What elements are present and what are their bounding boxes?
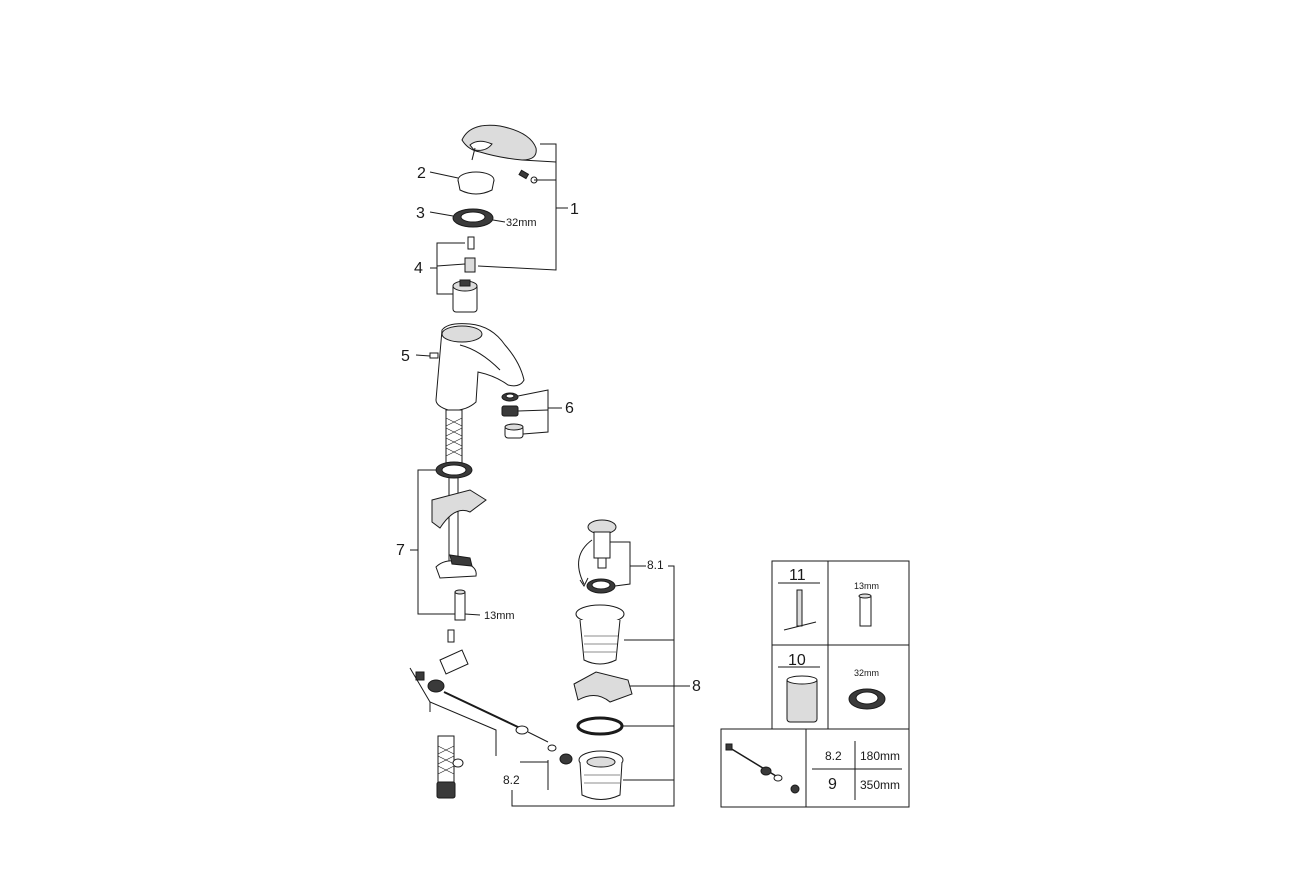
- callout-3: 3: [416, 205, 425, 222]
- popup-linkage: [415, 629, 573, 765]
- callout-4: 4: [414, 260, 423, 277]
- callout-2: 2: [417, 165, 426, 182]
- row-9-label: 9: [828, 776, 837, 793]
- cartridge-stem: [464, 236, 476, 273]
- tool-11-size: 13mm: [854, 581, 879, 591]
- callout-1: 1: [570, 201, 579, 218]
- callout-5: 5: [401, 348, 410, 365]
- drain-gasket: [573, 671, 633, 703]
- drain-o-ring: [576, 716, 624, 736]
- callout-8-1: 8.1: [647, 558, 664, 572]
- grub-screw: [518, 169, 538, 184]
- callout-8: 8: [692, 678, 701, 695]
- row-8-2-length: 180mm: [860, 749, 900, 763]
- rod-length-table: [720, 728, 910, 808]
- callout-7: 7: [396, 542, 405, 559]
- dim-13mm-rod: 13mm: [484, 610, 515, 622]
- locking-ring: [452, 208, 494, 228]
- tool-11-label: 11: [789, 567, 806, 584]
- cartridge: [452, 279, 478, 313]
- dim-32mm-ring: 32mm: [506, 217, 537, 229]
- flex-hose-connectors: [436, 735, 464, 799]
- row-8-2-label: 8.2: [825, 749, 842, 763]
- drain-plug: [578, 519, 617, 587]
- supply-hoses: [445, 409, 463, 565]
- tool-10-size: 32mm: [854, 668, 879, 678]
- drain-body-top: [575, 604, 625, 665]
- mounting-kit: [431, 461, 487, 621]
- row-9-length: 350mm: [860, 778, 900, 792]
- drain-washer: [586, 578, 616, 594]
- callout-8-2: 8.2: [503, 773, 520, 787]
- tool-10-label: 10: [788, 652, 806, 669]
- drain-body-bottom: [578, 750, 624, 800]
- tool-table-top: [771, 560, 910, 730]
- leader-lines: [409, 143, 690, 807]
- cap-cover: [457, 171, 495, 195]
- callout-6: 6: [565, 400, 574, 417]
- aerator-parts: [501, 392, 524, 439]
- lever-handle: [461, 124, 537, 161]
